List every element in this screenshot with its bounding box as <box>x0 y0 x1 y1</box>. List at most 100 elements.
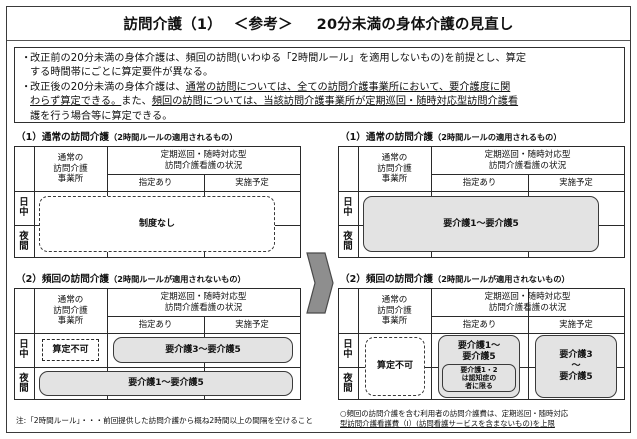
before-table-2: 通常の 訪問介護 事業所 定期巡回・随時対応型 訪問介護看護の状況 指定あり 実… <box>14 288 301 400</box>
row3-label-yakan: 夜間 <box>339 225 357 258</box>
cell-after-jisshi-l1: 要介護3 <box>559 350 593 360</box>
header2-jigyosho: 通常の 訪問介護 事業所 <box>34 289 107 333</box>
row-label-nicchu-l2: 中 <box>19 207 29 218</box>
header2-teiki-junkai-group: 定期巡回・随時対応型 訪問介護看護の状況 <box>107 289 300 316</box>
row2-label-yakan: 夜間 <box>15 367 33 400</box>
row-label-yakan-l2: 間 <box>19 240 29 252</box>
cell-after-shitei-youkaigo: 要介護1〜 要介護5 要介護1・2 は認知症の 者に限る <box>438 335 520 398</box>
header4-group-l1: 定期巡回・随時対応型 <box>484 291 571 302</box>
row3-label-nicchu: 日中 <box>339 191 357 225</box>
cell-santei-fuka-nicchu: 算定不可 <box>42 339 99 361</box>
summary-bullet-1: ・ 改正前の20分未満の身体介護は、頻回の訪問(いわゆる「2時間ルール」を適用し… <box>21 52 618 81</box>
right-arrow-icon <box>303 245 337 321</box>
header3-teiki-junkai-group: 定期巡回・随時対応型 訪問介護看護の状況 <box>431 147 624 174</box>
row2-label-nicchu-l2: 中 <box>19 349 29 360</box>
after-section-2-title-main: （2）頻回の訪問介護 <box>340 274 434 285</box>
row4-label-yakan-l2: 間 <box>343 382 353 394</box>
cell-after-jisshi-l3: 要介護5 <box>559 372 593 382</box>
before-section-1-title-note: （2時間ルールの適用されるもの） <box>109 132 238 142</box>
row2-label-nicchu: 日中 <box>15 333 33 367</box>
before-section-1-title: （1）通常の訪問介護（2時間ルールの適用されるもの） <box>14 129 301 143</box>
table4-hline-groupsplit <box>431 316 624 317</box>
table4-vline-rowlabel <box>358 289 359 399</box>
footnote-right-line-2: 型訪問介護看護費（Ⅰ）(訪問看護サービスを含まないもの)を上限 <box>340 418 555 428</box>
summary-1-line-2: する時間帯にごとに算定要件が異なる。 <box>30 67 214 79</box>
header-jigyosho: 通常の 訪問介護 事業所 <box>34 147 107 191</box>
summary-2-line-3: 護を行う場合等に算定できる。 <box>30 110 173 122</box>
cell-after-shitei-l2: 要介護5 <box>462 351 496 362</box>
table3-hline-headerbottom <box>339 191 624 192</box>
row3-label-yakan-l2: 間 <box>343 240 353 252</box>
header2-jigyosho-l1: 通常の <box>57 295 84 306</box>
table2-vline-jigyosho <box>107 289 108 399</box>
header3-group-l1: 定期巡回・随時対応型 <box>484 149 571 160</box>
cell-seido-nashi: 制度なし <box>39 196 275 252</box>
before-table-1: 通常の 訪問介護 事業所 定期巡回・随時対応型 訪問介護看護の状況 指定あり 実… <box>14 146 301 258</box>
table4-vline-subcols <box>528 289 529 399</box>
after-section-1: （1）通常の訪問介護（2時間ルールの適用されるもの） 通常の 訪問介護 事業所 … <box>338 129 625 258</box>
row4-label-yakan: 夜間 <box>339 367 357 400</box>
header4-jisshi-yotei: 実施予定 <box>559 319 593 330</box>
table2-hline-rowsplit <box>15 367 300 368</box>
after-table-1: 通常の 訪問介護 事業所 定期巡回・随時対応型 訪問介護看護の状況 指定あり 実… <box>338 146 625 258</box>
row3-label-nicchu-l2: 中 <box>343 207 353 218</box>
header-jisshi-yotei: 実施予定 <box>235 177 269 188</box>
header-jigyosho-l3: 事業所 <box>57 174 84 185</box>
after-section-2-title: （2）頻回の訪問介護（2時間ルールが適用されないもの） <box>338 271 625 285</box>
header3-jigyosho-l3: 事業所 <box>381 174 408 185</box>
bullet-glyph: ・ <box>21 53 32 64</box>
row-label-yakan: 夜間 <box>15 225 33 258</box>
header4-teiki-junkai-group: 定期巡回・随時対応型 訪問介護看護の状況 <box>431 289 624 316</box>
cell-after-jisshi-youkaigo: 要介護3 〜 要介護5 <box>535 335 617 398</box>
row4-label-yakan-l1: 夜 <box>343 372 353 384</box>
row-label-nicchu-l1: 日 <box>19 197 29 208</box>
header4-jigyosho-l1: 通常の <box>381 295 408 306</box>
footnote-right: ○頻回の訪問介護を含む利用者の訪問介護費は、定期巡回・随時対応 型訪問介護看護費… <box>340 409 630 428</box>
row-label-nicchu: 日中 <box>15 191 33 225</box>
before-section-2-title-main: （2）頻回の訪問介護 <box>16 274 110 285</box>
summary-2-line-1: 改正後の20分未満の身体介護は、通常の訪問については、全ての訪問介護事業所におい… <box>30 81 618 95</box>
before-revision-panel: （1）通常の訪問介護（2時間ルールの適用されるもの） 通常の 訪問介護 事業所 … <box>14 129 301 409</box>
slide-page: 訪問介護（1）＜参考＞20分未満の身体介護の見直し ・ 改正前の20分未満の身体… <box>6 6 631 433</box>
footnote-left: 注:「2時間ルール」・・・前回提供した訪問介護から概ね2時間以上の間隔を空けるこ… <box>16 416 313 425</box>
table2-vline-rowlabel <box>34 289 35 399</box>
header2-jigyosho-l3: 事業所 <box>57 316 84 327</box>
row4-label-nicchu-l2: 中 <box>343 349 353 360</box>
cell-nicchu-youkaigo-3-5: 要介護3〜要介護5 <box>113 337 293 363</box>
cell-yakan-youkaigo-1-5: 要介護1〜要介護5 <box>39 371 293 396</box>
cell-seido-nashi-label: 制度なし <box>138 218 175 229</box>
header4-jigyosho-l2: 訪問介護 <box>377 305 412 316</box>
page-title: 訪問介護（1）＜参考＞20分未満の身体介護の見直し <box>123 13 513 34</box>
title-ref: ＜参考＞ <box>233 17 293 33</box>
after-section-2-title-note: （2時間ルールが適用されないもの） <box>433 274 570 284</box>
cell-after-shitei-note-l2: は認知症の <box>461 373 497 382</box>
cell-after-shitei-note: 要介護1・2 は認知症の 者に限る <box>442 363 516 393</box>
title-sub: 20分未満の身体介護の見直し <box>316 17 514 33</box>
header-jigyosho-l2: 訪問介護 <box>53 163 88 174</box>
after-section-1-title: （1）通常の訪問介護（2時間ルールの適用されるもの） <box>338 129 625 143</box>
cell-after-youkaigo-1-5-label: 要介護1〜要介護5 <box>443 218 519 229</box>
header-group-l1: 定期巡回・随時対応型 <box>160 149 247 160</box>
table-vline-rowlabel <box>34 147 35 257</box>
cell-after-jisshi-l2: 〜 <box>571 361 581 371</box>
summary-2-line-1-plain: 改正後の20分未満の身体介護は、 <box>30 81 186 93</box>
before-section-2-title-note: （2時間ルールが適用されないもの） <box>109 274 246 284</box>
cell-after-shitei-l1: 要介護1〜 <box>457 340 501 351</box>
header4-shitei-ari: 指定あり <box>462 319 497 330</box>
header-group-l2: 訪問介護看護の状況 <box>164 160 243 171</box>
header4-jigyosho-l3: 事業所 <box>381 316 408 327</box>
summary-2-line-2-underlined-a: わらず算定できる。 <box>30 96 122 108</box>
summary-2-line-2-plain: また、 <box>121 96 152 108</box>
header3-jigyosho-l2: 訪問介護 <box>377 163 412 174</box>
before-section-1: （1）通常の訪問介護（2時間ルールの適用されるもの） 通常の 訪問介護 事業所 … <box>14 129 301 258</box>
before-section-2-title: （2）頻回の訪問介護（2時間ルールが適用されないもの） <box>14 271 301 285</box>
header3-jigyosho-l1: 通常の <box>381 153 408 164</box>
summary-2-line-2-underlined-b: 頻回の訪問については、当該訪問介護事業所が定期巡回・随時対応型訪問介護看 <box>151 96 519 108</box>
row-label-yakan-l1: 夜 <box>19 230 29 242</box>
header3-shitei-ari: 指定あり <box>462 177 497 188</box>
header2-jigyosho-l2: 訪問介護 <box>53 305 88 316</box>
cell-after-santei-fuka: 算定不可 <box>365 337 425 396</box>
footnote-right-line-1: ○頻回の訪問介護を含む利用者の訪問介護費は、定期巡回・随時対応 <box>340 409 569 418</box>
after-revision-panel: （1）通常の訪問介護（2時間ルールの適用されるもの） 通常の 訪問介護 事業所 … <box>338 129 625 409</box>
header2-jisshi-yotei: 実施予定 <box>235 319 269 330</box>
